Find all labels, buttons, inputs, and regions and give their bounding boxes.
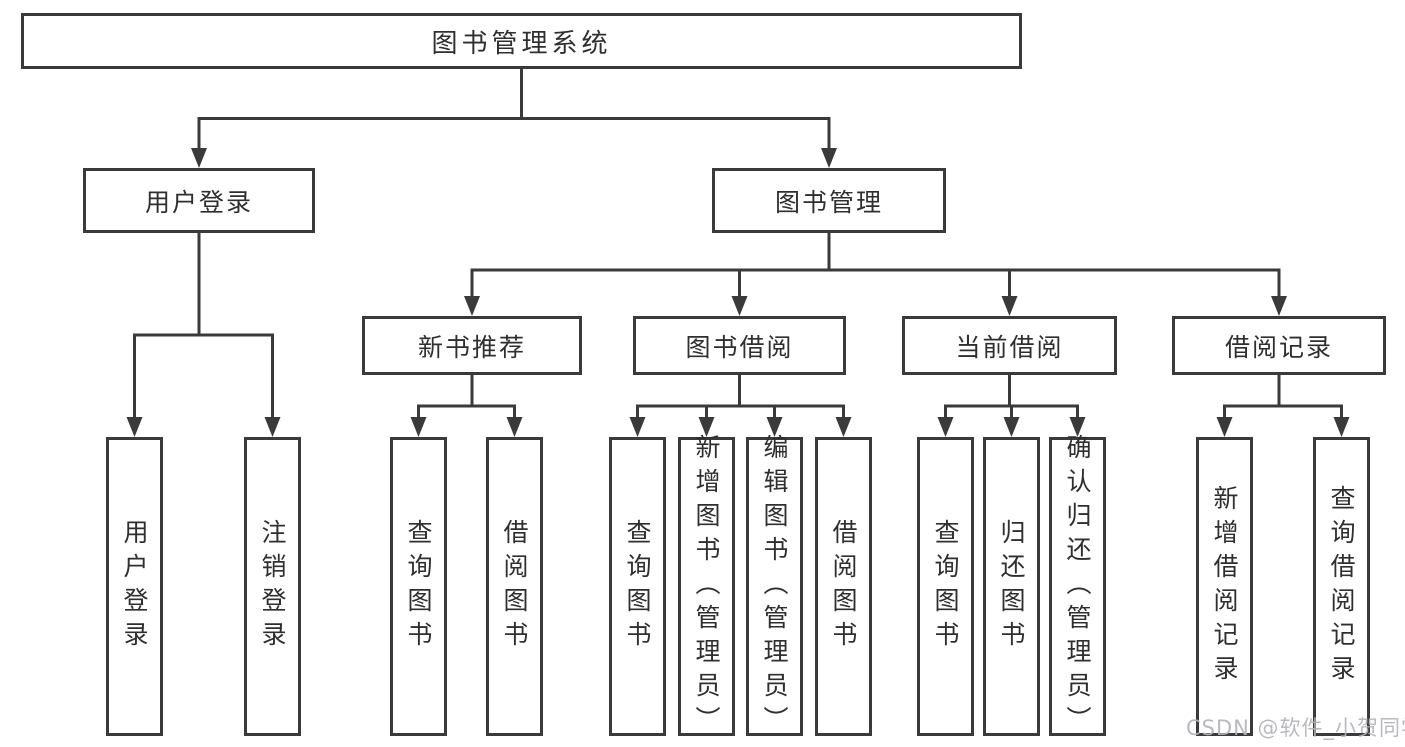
- node-book-management: 图书管理: [712, 168, 946, 233]
- node-query-books: 查询图书: [917, 437, 974, 736]
- node-label: 图书管理系统: [431, 28, 612, 59]
- arrow-down-icon: [1216, 417, 1233, 437]
- connector-book-borrowing-to-children: [636, 373, 845, 421]
- node-label: 归还图书: [997, 518, 1026, 655]
- arrow-down-icon: [506, 417, 523, 437]
- arrow-down-icon: [191, 148, 207, 168]
- arrow-down-icon: [766, 417, 783, 437]
- node-label: 查询图书: [404, 518, 433, 655]
- node-borrow-books: 借阅图书: [486, 437, 543, 736]
- arrow-down-icon: [126, 417, 143, 437]
- arrow-down-icon: [835, 417, 852, 437]
- arrow-down-icon: [1271, 296, 1287, 316]
- node-user-login-leaf: 用户登录: [106, 437, 163, 736]
- watermark: CSDN @软件_小贺同学: [1186, 716, 1405, 740]
- node-add-borrow-record: 新增借阅记录: [1196, 437, 1253, 736]
- node-book-borrowing: 图书借阅: [633, 316, 846, 375]
- arrow-down-icon: [1069, 417, 1086, 437]
- node-label: 编辑图书（管理员）: [760, 433, 789, 740]
- node-borrowing-records: 借阅记录: [1172, 316, 1386, 375]
- node-label: 用户登录: [120, 518, 149, 655]
- node-return-books: 归还图书: [983, 437, 1040, 736]
- node-label: 借阅图书: [500, 518, 529, 655]
- arrow-down-icon: [264, 417, 281, 437]
- arrow-down-icon: [1001, 296, 1018, 316]
- node-label: 查询借阅记录: [1327, 484, 1356, 689]
- arrowheads: [126, 148, 1350, 437]
- node-label: 查询图书: [623, 518, 652, 655]
- node-user-login: 用户登录: [83, 168, 315, 233]
- arrow-down-icon: [464, 296, 480, 316]
- node-label: 新书推荐: [417, 332, 526, 362]
- node-label: 图书借阅: [685, 332, 794, 362]
- arrow-down-icon: [1003, 417, 1020, 437]
- node-library-management-system: 图书管理系统: [21, 13, 1022, 69]
- node-edit-books-admin: 编辑图书（管理员）: [746, 434, 803, 740]
- arrow-down-icon: [821, 148, 837, 168]
- arrow-down-icon: [629, 417, 646, 437]
- node-confirm-return-admin: 确认归还（管理员）: [1049, 434, 1106, 740]
- node-label: 新增图书（管理员）: [692, 433, 721, 740]
- connector-user-login-to-children: [133, 231, 274, 421]
- node-query-books: 查询图书: [390, 437, 447, 736]
- arrow-down-icon: [1333, 417, 1350, 437]
- node-query-books: 查询图书: [609, 437, 666, 736]
- node-label: 确认归还（管理员）: [1063, 433, 1092, 740]
- connector-root-to-level2: [197, 67, 831, 152]
- connector-book-management-to-level3: [470, 231, 1281, 300]
- node-new-book-recommendation: 新书推荐: [362, 316, 582, 375]
- node-label: 查询图书: [931, 518, 960, 655]
- node-label: 用户登录: [144, 187, 253, 217]
- node-label: 新增借阅记录: [1210, 484, 1239, 689]
- node-label: 借阅图书: [829, 518, 858, 655]
- node-label: 图书管理: [774, 187, 883, 217]
- node-logout: 注销登录: [244, 437, 301, 736]
- node-label: 当前借阅: [955, 332, 1064, 362]
- arrow-down-icon: [937, 417, 954, 437]
- node-label: 借阅记录: [1224, 332, 1333, 362]
- arrow-down-icon: [410, 417, 427, 437]
- connector-borrowing-records-to-children: [1223, 373, 1343, 421]
- node-query-borrow-record: 查询借阅记录: [1313, 437, 1370, 736]
- arrow-down-icon: [731, 296, 748, 316]
- node-label: 注销登录: [258, 518, 287, 655]
- connector-current-borrowing-to-children: [944, 373, 1079, 421]
- node-borrow-books: 借阅图书: [815, 437, 872, 736]
- node-current-borrowing: 当前借阅: [902, 316, 1117, 375]
- connector-new-book-recommendation-to-children: [417, 373, 516, 421]
- node-add-books-admin: 新增图书（管理员）: [678, 434, 735, 740]
- arrow-down-icon: [698, 417, 715, 437]
